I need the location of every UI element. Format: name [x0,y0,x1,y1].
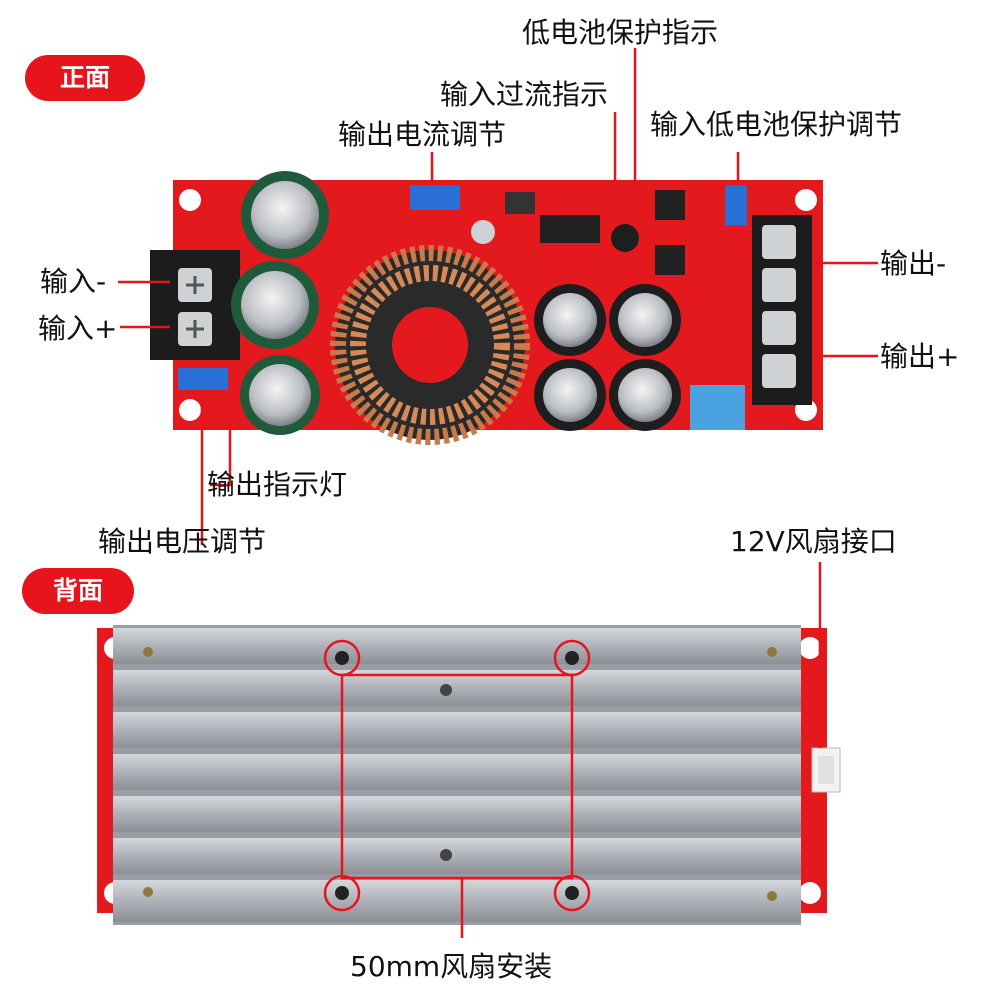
label-input-minus: 输入- [40,265,107,298]
front-badge: 正面 [25,55,145,101]
label-output-indicator-led: 输出指示灯 [207,468,348,501]
toroid-inductor [330,245,530,445]
callout-lines [118,48,878,938]
label-output-voltage-adjust: 输出电压调节 [98,525,267,558]
label-fan-port-12v: 12V风扇接口 [730,525,897,558]
label-low-batt-indicator: 低电池保护指示 [522,16,719,49]
back-badge: 背面 [22,568,134,614]
label-output-plus: 输出+ [880,340,960,373]
input-capacitors [231,171,329,435]
label-output-current-adjust: 输出电流调节 [338,118,507,151]
fan-connector [811,747,841,793]
label-input-low-batt-adjust: 输入低电池保护调节 [650,108,903,141]
output-capacitors [534,224,681,431]
label-input-overcurrent-indicator: 输入过流指示 [440,78,609,111]
label-input-plus: 输入+ [38,312,118,345]
front-pcb [150,171,823,445]
input-terminal-block [150,250,240,360]
output-terminal-block [752,215,812,405]
label-output-minus: 输出- [880,247,947,280]
heatsink-fins [113,628,801,922]
label-fan-mount-50mm: 50mm风扇安装 [350,950,553,983]
back-heatsink [97,625,841,925]
